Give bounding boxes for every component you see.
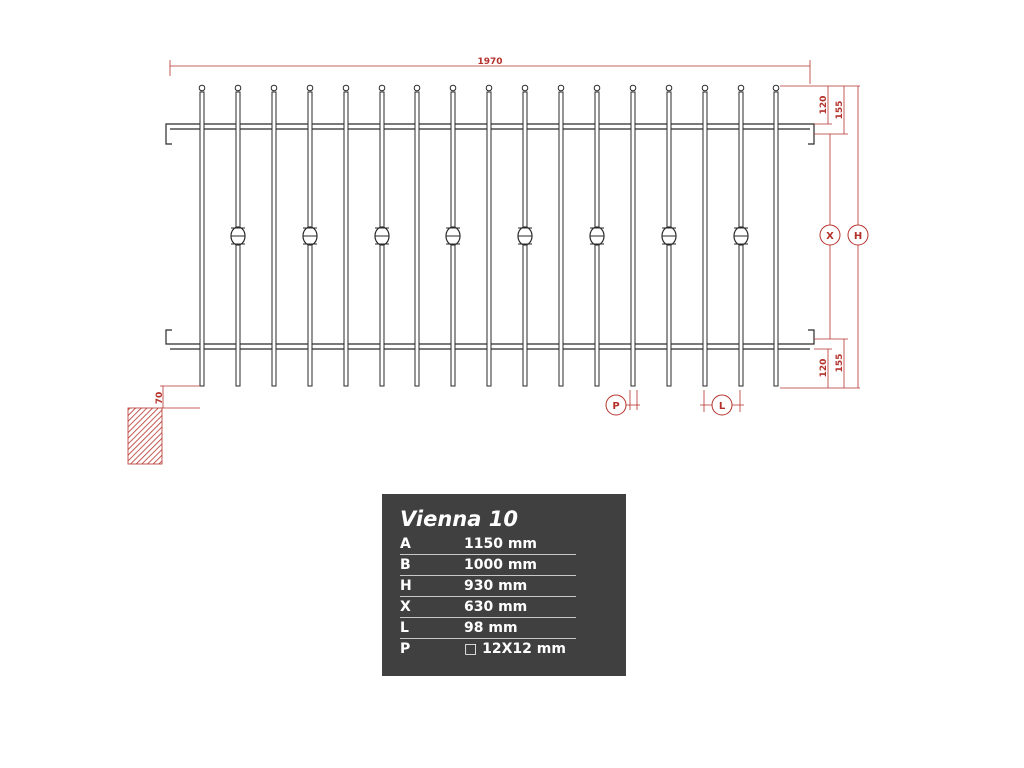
picket bbox=[557, 84, 565, 387]
spec-key: B bbox=[400, 557, 411, 573]
picket bbox=[772, 84, 780, 387]
picket bbox=[589, 84, 605, 387]
picket bbox=[413, 84, 421, 387]
picket bbox=[302, 84, 318, 387]
width-dim-label: 1970 bbox=[477, 57, 502, 67]
spec-value: 1150 mm bbox=[464, 536, 538, 552]
picket bbox=[701, 84, 709, 387]
x-marker-label: X bbox=[826, 231, 834, 242]
right-bottom-hook bbox=[808, 329, 815, 345]
spec-value: 1000 mm bbox=[464, 557, 538, 573]
picket bbox=[342, 84, 350, 387]
spec-row: X 630 mm bbox=[400, 597, 576, 618]
top-155-label: 155 bbox=[835, 101, 845, 120]
x-marker: X bbox=[819, 224, 841, 246]
bottom-120-label: 120 bbox=[819, 359, 829, 378]
ground-offset-label: 70 bbox=[155, 392, 165, 405]
spec-row: A 1150 mm bbox=[400, 534, 576, 555]
picket bbox=[270, 84, 278, 387]
railing-drawing: 1970 120 155 120 155 70 X H P L bbox=[127, 57, 869, 465]
l-marker: L bbox=[711, 394, 733, 416]
spec-row: H 930 mm bbox=[400, 576, 576, 597]
spec-value: □ 12X12 mm bbox=[464, 641, 566, 657]
spec-key: A bbox=[400, 536, 411, 552]
spec-row: B 1000 mm bbox=[400, 555, 576, 576]
spec-table: Vienna 10 A 1150 mm B 1000 mm H 930 mm X… bbox=[382, 494, 626, 676]
picket bbox=[661, 84, 677, 387]
spec-row: L 98 mm bbox=[400, 618, 576, 639]
l-marker-label: L bbox=[719, 401, 726, 412]
spec-key: X bbox=[400, 599, 411, 615]
spec-row: P □ 12X12 mm bbox=[400, 639, 576, 659]
left-bottom-hook bbox=[165, 329, 172, 345]
right-top-hook bbox=[808, 123, 815, 145]
spec-value: 98 mm bbox=[464, 620, 518, 636]
picket bbox=[485, 84, 493, 387]
picket bbox=[445, 84, 461, 387]
h-marker: H bbox=[847, 224, 869, 246]
ground-hatch bbox=[127, 407, 163, 465]
spec-value: 930 mm bbox=[464, 578, 528, 594]
spec-title: Vienna 10 bbox=[400, 507, 518, 531]
picket bbox=[733, 84, 749, 387]
picket bbox=[198, 84, 206, 387]
spec-key: L bbox=[400, 620, 409, 636]
p-marker-label: P bbox=[612, 401, 619, 412]
picket bbox=[374, 84, 390, 387]
left-top-hook bbox=[165, 123, 172, 145]
picket bbox=[517, 84, 533, 387]
spec-value: 630 mm bbox=[464, 599, 528, 615]
picket bbox=[629, 84, 637, 387]
vertical-bars bbox=[198, 84, 780, 387]
h-marker-label: H bbox=[854, 231, 862, 242]
bottom-155-label: 155 bbox=[835, 354, 845, 373]
spec-key: H bbox=[400, 578, 412, 594]
dimension-lines bbox=[160, 60, 860, 412]
top-120-label: 120 bbox=[819, 96, 829, 115]
p-marker: P bbox=[605, 394, 627, 416]
spec-key: P bbox=[400, 641, 411, 657]
picket bbox=[230, 84, 246, 387]
